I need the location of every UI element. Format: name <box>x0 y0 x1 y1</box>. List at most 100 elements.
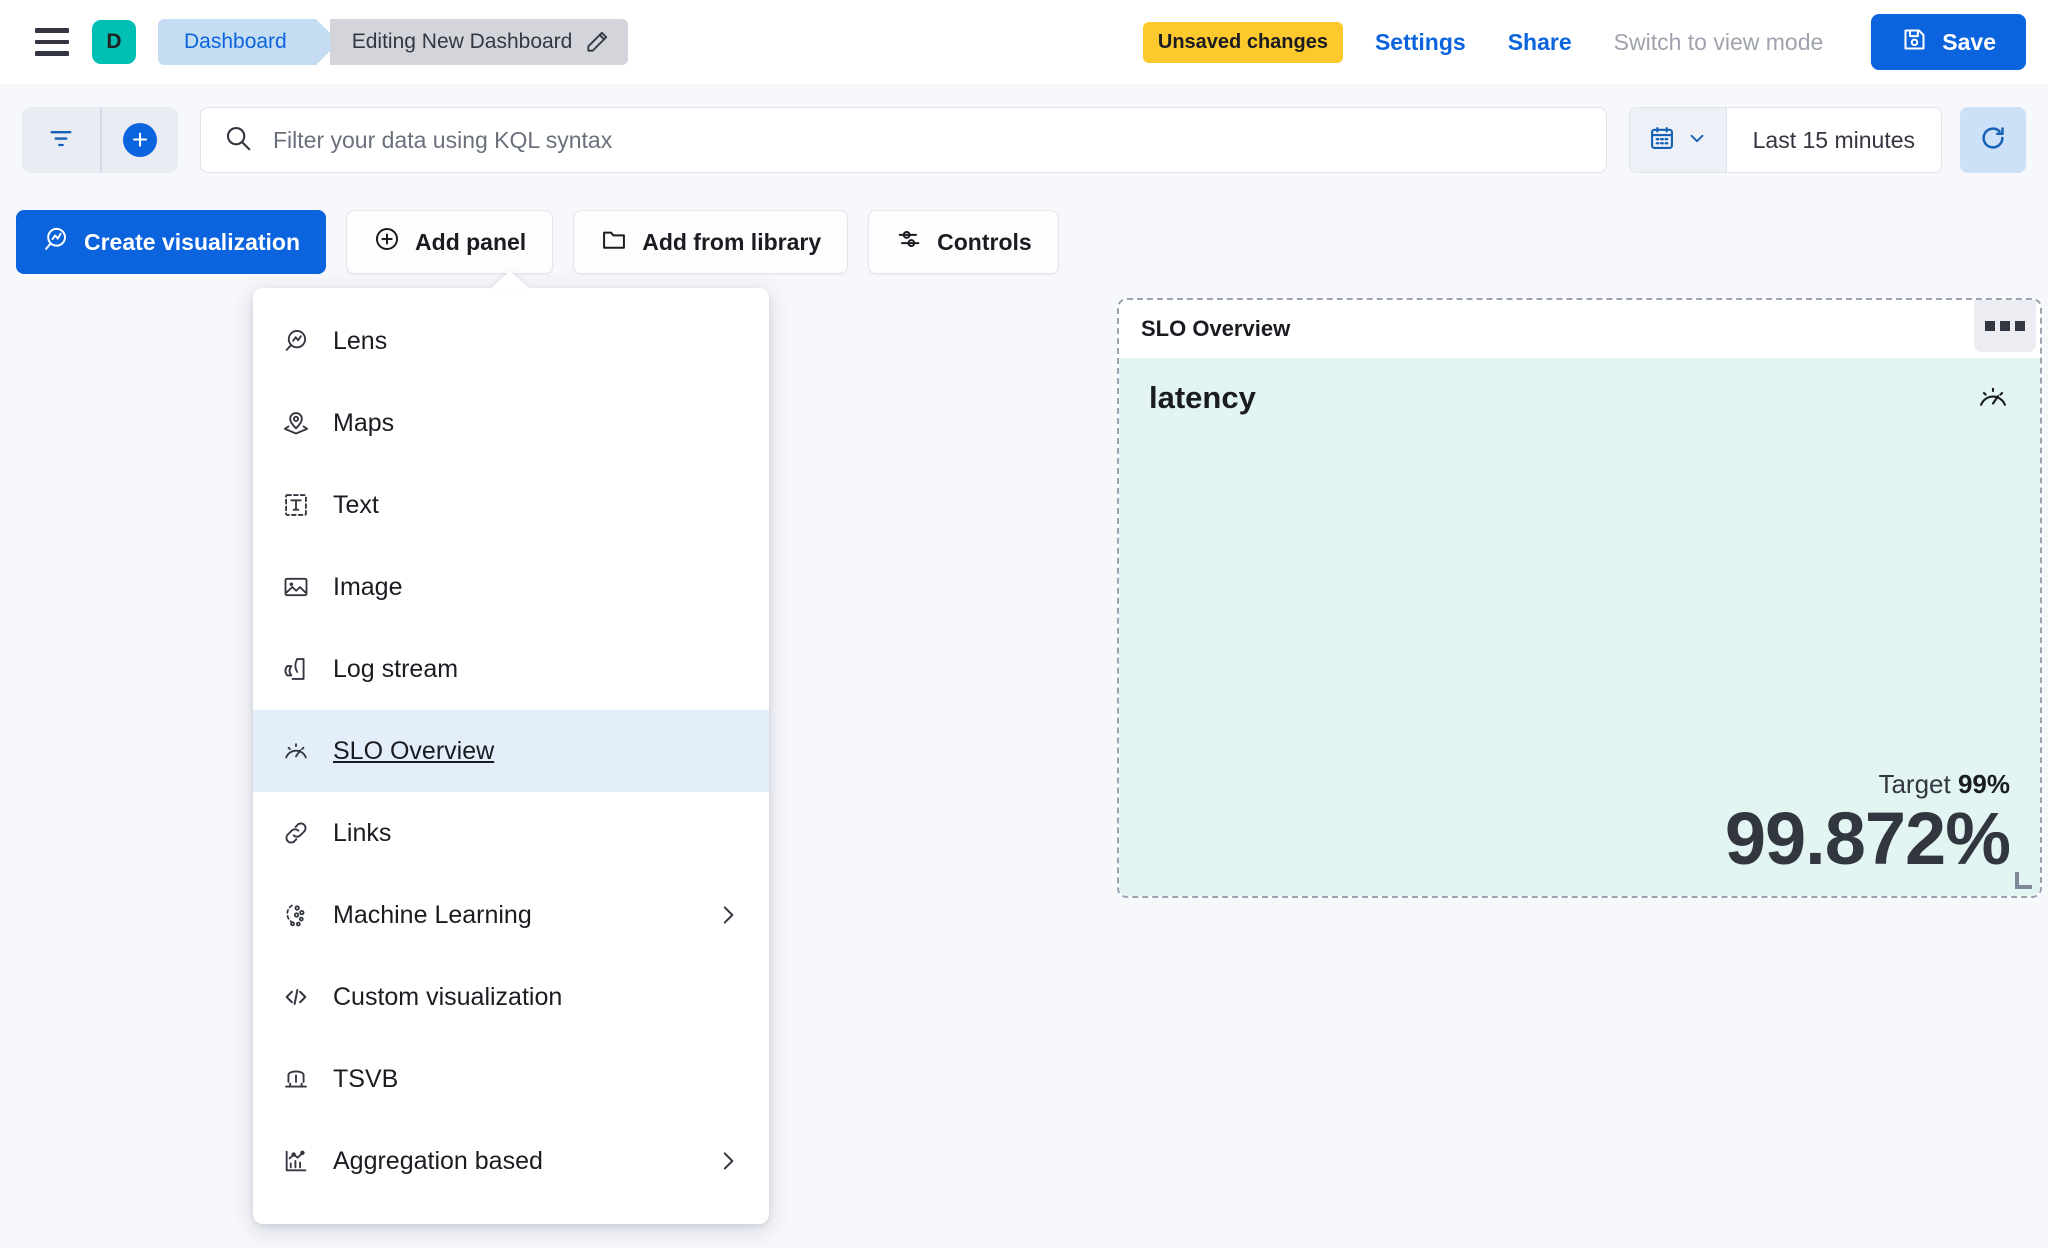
save-button[interactable]: Save <box>1871 14 2026 70</box>
add-from-library-label: Add from library <box>642 228 822 255</box>
add-from-library-button[interactable]: Add from library <box>573 210 849 274</box>
menu-item-label: Text <box>333 490 379 519</box>
create-visualization-button[interactable]: Create visualization <box>16 210 327 274</box>
hamburger-bar <box>35 39 69 45</box>
tsvb-chart-icon <box>281 1064 311 1094</box>
menu-item-custom-visualization[interactable]: Custom visualization <box>253 956 769 1038</box>
machine-learning-icon <box>281 900 311 930</box>
menu-item-label: SLO Overview <box>333 736 495 765</box>
menu-item-lens[interactable]: Lens <box>253 300 769 382</box>
settings-link[interactable]: Settings <box>1374 28 1466 55</box>
slo-target: Target 99% <box>1149 769 2010 800</box>
search-icon <box>223 123 253 158</box>
chevron-right-icon <box>715 902 741 928</box>
top-header: D Dashboard Editing New Dashboard Unsave… <box>0 0 2048 84</box>
header-actions: Unsaved changes Settings Share Switch to… <box>1142 14 2026 70</box>
map-marker-icon <box>281 408 311 438</box>
folder-icon <box>600 225 628 259</box>
panel-options-dot <box>1985 321 1995 331</box>
refresh-icon <box>1978 123 2008 158</box>
dashboard-toolbar: Create visualization Add panel Add from … <box>0 196 2048 288</box>
lens-icon <box>42 225 70 259</box>
chevron-down-icon <box>1686 127 1708 154</box>
hamburger-icon[interactable] <box>30 20 74 64</box>
resize-handle-icon[interactable] <box>2015 872 2032 889</box>
search-input-placeholder: Filter your data using KQL syntax <box>273 126 613 153</box>
refresh-button[interactable] <box>1960 107 2026 173</box>
add-panel-label: Add panel <box>415 228 527 255</box>
plus-circle-icon: + <box>123 123 157 157</box>
menu-item-tsvb[interactable]: TSVB <box>253 1038 769 1120</box>
breadcrumb-label: Dashboard <box>184 30 287 53</box>
menu-item-slo-overview[interactable]: SLO Overview <box>253 710 769 792</box>
slo-target-value: 99% <box>1957 769 2010 799</box>
add-filter-button[interactable]: + <box>100 107 178 173</box>
time-range-display[interactable]: Last 15 minutes <box>1726 108 1941 172</box>
panel-options-icon[interactable] <box>1974 300 2036 352</box>
pencil-icon[interactable] <box>584 29 610 55</box>
menu-item-label: Maps <box>333 408 395 437</box>
panel-header: SLO Overview <box>1119 300 2040 358</box>
slo-overview-panel[interactable]: SLO Overview latency Target 99% 99.872% <box>1117 298 2042 898</box>
breadcrumb-item-editing-new-dashboard[interactable]: Editing New Dashboard <box>329 19 629 65</box>
controls-label: Controls <box>937 228 1032 255</box>
aggregation-chart-icon <box>281 1146 311 1176</box>
panel-body: latency Target 99% 99.872% <box>1119 358 2040 896</box>
space-avatar[interactable]: D <box>92 20 136 64</box>
save-button-label: Save <box>1942 28 1996 55</box>
controls-button[interactable]: Controls <box>868 210 1059 274</box>
add-panel-button[interactable]: Add panel <box>346 210 554 274</box>
panel-options-dot <box>2015 321 2025 331</box>
gauge-icon <box>1976 380 2010 419</box>
menu-item-image[interactable]: Image <box>253 546 769 628</box>
menu-item-label: Log stream <box>333 654 459 683</box>
text-box-icon <box>281 490 311 520</box>
menu-item-label: Custom visualization <box>333 982 563 1011</box>
menu-item-links[interactable]: Links <box>253 792 769 874</box>
calendar-icon <box>1648 124 1676 157</box>
gauge-icon <box>281 736 311 766</box>
breadcrumb: Dashboard Editing New Dashboard <box>158 19 629 65</box>
menu-item-aggregation-based[interactable]: Aggregation based <box>253 1120 769 1202</box>
sliders-icon <box>895 225 923 259</box>
unsaved-changes-badge[interactable]: Unsaved changes <box>1142 21 1343 63</box>
log-stream-icon <box>281 654 311 684</box>
hamburger-bar <box>35 51 69 56</box>
menu-item-maps[interactable]: Maps <box>253 382 769 464</box>
menu-item-label: Aggregation based <box>333 1146 543 1175</box>
add-panel-menu: Lens Maps Text Image <box>253 288 769 1224</box>
code-icon <box>281 982 311 1012</box>
chevron-right-icon <box>715 1148 741 1174</box>
menu-item-label: Lens <box>333 326 388 355</box>
date-picker-group: Last 15 minutes <box>1628 107 1942 173</box>
breadcrumb-item-dashboard[interactable]: Dashboard <box>158 19 339 65</box>
breadcrumb-label: Editing New Dashboard <box>351 30 573 53</box>
hamburger-bar <box>35 28 69 33</box>
share-link[interactable]: Share <box>1507 28 1572 55</box>
plus-circle-outline-icon <box>373 225 401 259</box>
menu-item-log-stream[interactable]: Log stream <box>253 628 769 710</box>
panel-options-dot <box>2000 321 2010 331</box>
image-icon <box>281 572 311 602</box>
slo-body-top: latency <box>1149 380 2010 419</box>
slo-metric-name: latency <box>1149 380 1256 415</box>
menu-item-label: TSVB <box>333 1064 399 1093</box>
slo-sli-value: 99.872% <box>1724 797 2011 880</box>
slo-target-label: Target <box>1878 769 1951 799</box>
filter-options-button[interactable] <box>22 107 100 173</box>
create-visualization-label: Create visualization <box>84 228 301 255</box>
query-bar: + Filter your data using KQL syntax <box>0 84 2048 196</box>
save-disk-icon <box>1901 26 1928 59</box>
menu-item-label: Links <box>333 818 392 847</box>
menu-item-machine-learning[interactable]: Machine Learning <box>253 874 769 956</box>
slo-body-bottom: Target 99% 99.872% <box>1149 769 2011 880</box>
search-input[interactable]: Filter your data using KQL syntax <box>200 107 1607 173</box>
panel-title[interactable]: SLO Overview <box>1141 316 1291 341</box>
menu-item-text[interactable]: Text <box>253 464 769 546</box>
date-quick-select-button[interactable] <box>1629 108 1727 172</box>
filter-controls-group: + <box>22 107 178 173</box>
switch-to-view-mode-link[interactable]: Switch to view mode <box>1613 28 1824 55</box>
filter-icon <box>47 124 75 157</box>
menu-item-label: Image <box>333 572 403 601</box>
link-icon <box>281 818 311 848</box>
